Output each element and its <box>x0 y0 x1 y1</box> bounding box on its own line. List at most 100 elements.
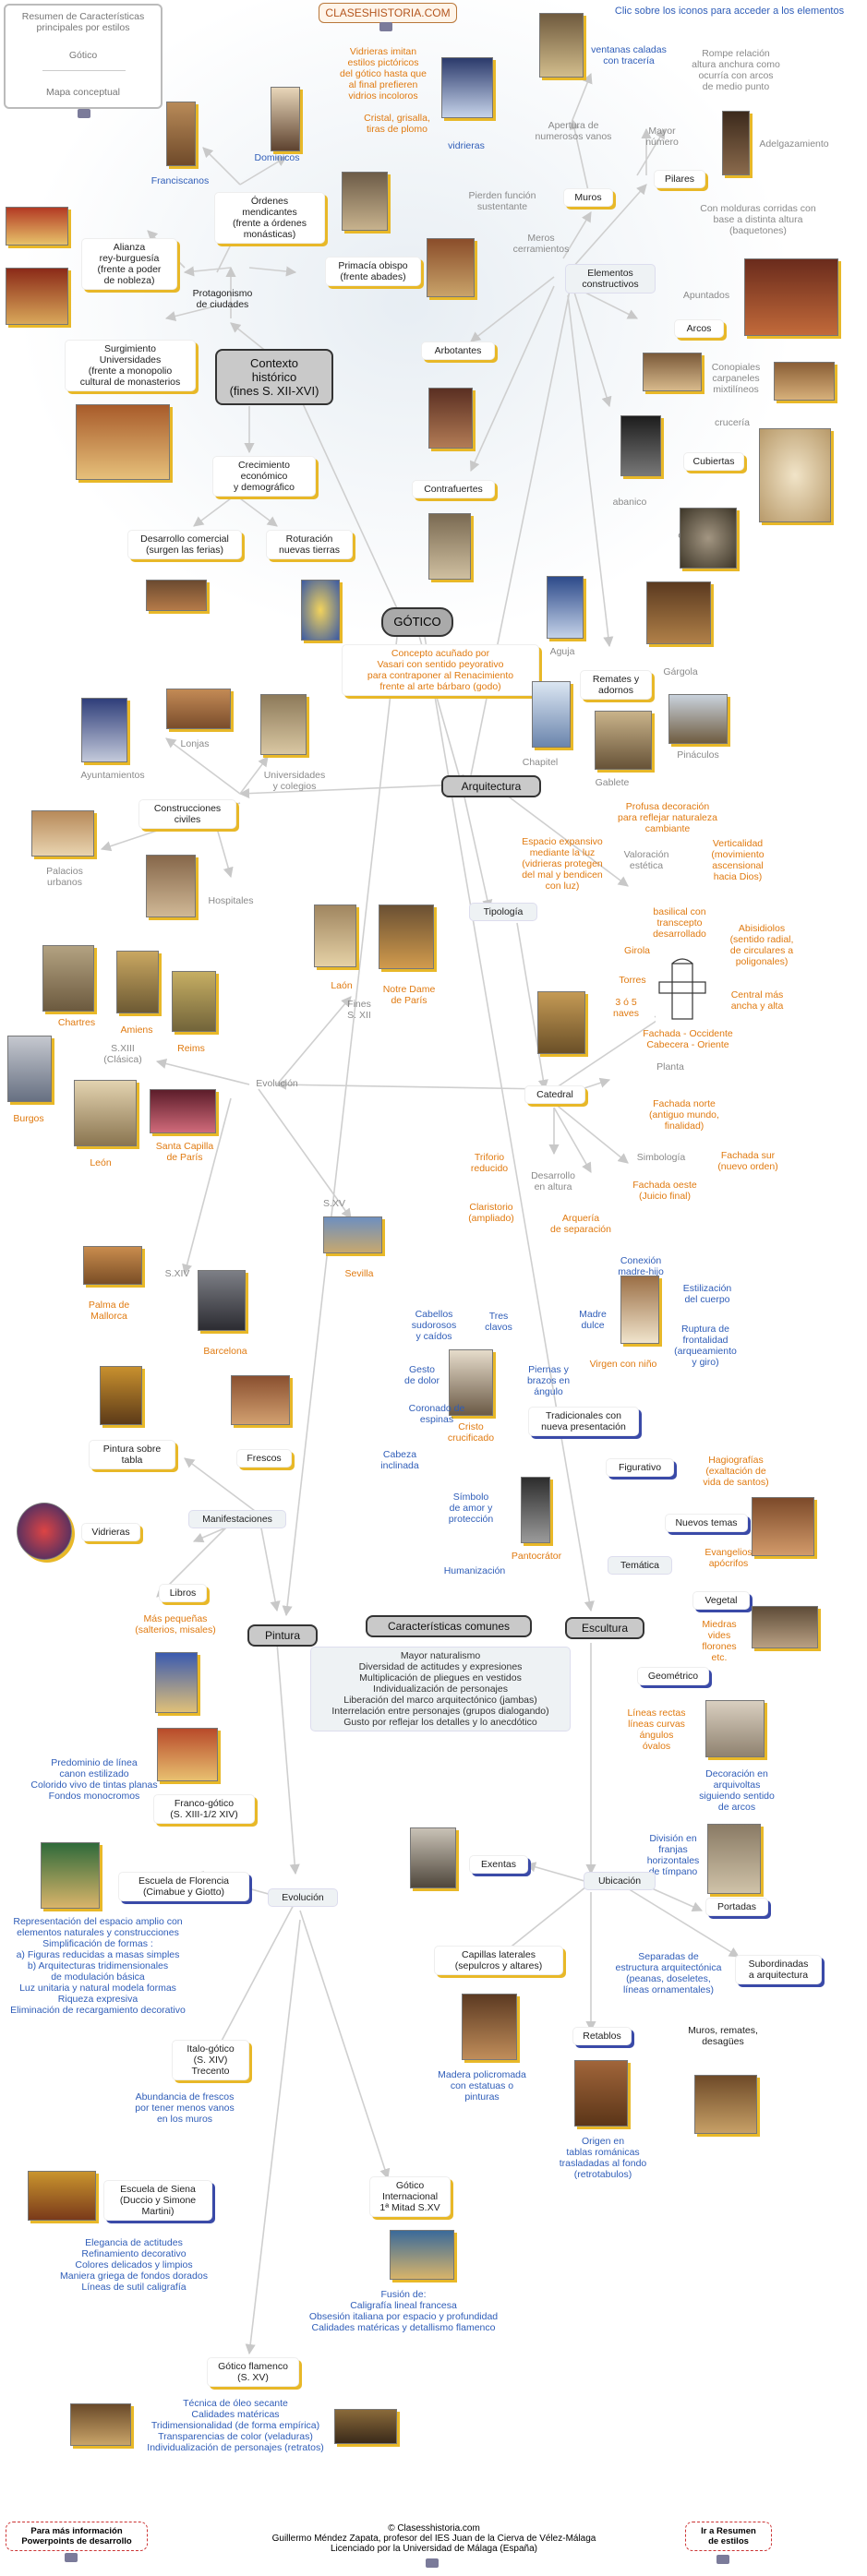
window-thumb[interactable] <box>539 13 584 78</box>
exenta-thumb[interactable] <box>410 1827 456 1888</box>
arquitectura-node[interactable]: Arquitectura <box>441 775 541 797</box>
pantocrator-thumb[interactable] <box>521 1477 550 1543</box>
vidriera-thumb[interactable] <box>441 57 493 118</box>
alianza-node: Alianza rey-burguesía (frente a poder de… <box>81 238 177 290</box>
summary-map: Mapa conceptual <box>46 87 120 98</box>
contrafuerte-thumb[interactable] <box>428 513 471 580</box>
amiens-thumb[interactable] <box>116 951 159 1013</box>
cristo-text: Cristo crucificado <box>447 1421 495 1444</box>
siena-thumb[interactable] <box>28 2171 96 2221</box>
contexto-node[interactable]: Contexto histórico (fines S. XII-XVI) <box>215 349 333 405</box>
site-logo[interactable]: CLASESHISTORIA.COM <box>319 3 457 23</box>
flamenco2-thumb[interactable] <box>334 2409 397 2444</box>
fines-label: Fines S. XII <box>347 999 371 1021</box>
virgen-text: Virgen con niño <box>589 1359 657 1370</box>
floorplan-thumb[interactable] <box>656 954 709 1026</box>
more-info-button[interactable]: Para más información Powerpoints de desa… <box>6 2522 148 2551</box>
pintura-node[interactable]: Pintura <box>247 1624 318 1647</box>
harvest-thumb[interactable] <box>301 580 340 641</box>
florencia-node: Escuela de Florencia (Cimabue y Giotto) <box>118 1872 249 1901</box>
franco-thumb[interactable] <box>157 1728 218 1781</box>
evolucion-arq-label: Evolución <box>256 1078 298 1089</box>
pinnacle-thumb[interactable] <box>668 694 728 744</box>
painting-thumb[interactable] <box>6 207 68 246</box>
star-vault-thumb[interactable] <box>680 508 737 569</box>
sainte-chapelle-thumb[interactable] <box>150 1089 216 1133</box>
presentation-icon[interactable] <box>426 2558 439 2568</box>
palace-thumb[interactable] <box>31 810 94 857</box>
notre-dame-thumb[interactable] <box>379 905 434 969</box>
bishop-thumb[interactable] <box>342 172 388 231</box>
giotto-thumb[interactable] <box>41 1842 100 1909</box>
chapitel-thumb[interactable] <box>532 681 571 748</box>
sevilla-thumb[interactable] <box>323 1216 382 1253</box>
laon-thumb[interactable] <box>314 905 356 967</box>
primacia-node: Primacía obispo (frente abades) <box>325 257 421 286</box>
tematica-node: Temática <box>608 1556 672 1575</box>
vegetal-thumb[interactable] <box>752 1606 818 1648</box>
relief-thumb[interactable] <box>752 1497 814 1556</box>
escultura-node[interactable]: Escultura <box>565 1617 644 1639</box>
barcelona-thumb[interactable] <box>198 1270 246 1331</box>
presentation-icon <box>78 109 90 118</box>
chartres-thumb[interactable] <box>42 945 94 1012</box>
geometric-thumb[interactable] <box>705 1700 765 1757</box>
burgos-thumb[interactable] <box>7 1036 52 1102</box>
market-thumb[interactable] <box>146 580 207 611</box>
gotico-node[interactable]: GÓTICO <box>381 607 453 637</box>
king-thumb[interactable] <box>6 268 68 325</box>
buttress-thumb[interactable] <box>428 388 473 449</box>
presentation-icon[interactable] <box>379 22 392 31</box>
palma-thumb[interactable] <box>83 1246 142 1285</box>
division-text: División en franjas horizontales de tímp… <box>646 1833 700 1877</box>
arch-thumb[interactable] <box>744 258 838 336</box>
town-hall-thumb[interactable] <box>81 698 127 762</box>
meros-label: Meros cerramientos <box>512 233 570 255</box>
spire-thumb[interactable] <box>547 576 584 639</box>
tabla-thumb[interactable] <box>100 1366 142 1425</box>
leon-thumb[interactable] <box>74 1080 137 1146</box>
protagonismo-label: Protagonismo de ciudades <box>192 288 253 310</box>
pillar-thumb[interactable] <box>722 111 750 175</box>
catedral-thumb[interactable] <box>537 991 585 1054</box>
dominican-thumb[interactable] <box>271 87 300 151</box>
retablo-thumb[interactable] <box>574 2060 628 2127</box>
goto-summary-button[interactable]: Ir a Resumen de estilos <box>685 2522 772 2551</box>
simbolo-text: Símbolo de amor y protección <box>448 1492 494 1525</box>
university-thumb[interactable] <box>76 404 170 480</box>
internacional-thumb[interactable] <box>390 2230 454 2280</box>
estilizacion-text: Estilización del cuerpo <box>682 1283 732 1305</box>
reims-thumb[interactable] <box>172 971 216 1032</box>
summary-box[interactable]: Resumen de Características principales p… <box>4 4 163 118</box>
ogee-thumb[interactable] <box>643 353 702 391</box>
central-text: Central más ancha y alta <box>730 989 784 1012</box>
caracteristicas-list: Mayor naturalismo Diversidad de actitude… <box>310 1647 571 1731</box>
retablos-node: Retablos <box>572 2027 632 2045</box>
rose-window-thumb[interactable] <box>17 1503 72 1560</box>
vault-thumb[interactable] <box>759 428 831 522</box>
presentation-icon[interactable] <box>716 2555 729 2564</box>
crucifix-thumb[interactable] <box>449 1349 493 1416</box>
hospital-thumb[interactable] <box>146 855 196 917</box>
gargoyle-thumb[interactable] <box>646 581 711 644</box>
franciscan-thumb[interactable] <box>166 102 196 166</box>
conopial-thumb[interactable] <box>774 362 835 401</box>
virgin-thumb[interactable] <box>620 1276 659 1344</box>
portal-thumb[interactable] <box>707 1824 761 1894</box>
triforio-text: Triforio reducido <box>470 1152 509 1174</box>
gablete-thumb[interactable] <box>595 711 652 770</box>
lonja-thumb[interactable] <box>166 689 231 729</box>
book-thumb[interactable] <box>155 1652 198 1713</box>
cathedral-thumb[interactable] <box>427 238 475 297</box>
college-thumb[interactable] <box>260 694 307 755</box>
presentation-icon[interactable] <box>65 2553 78 2562</box>
fresco-thumb[interactable] <box>231 1375 290 1425</box>
chapel-thumb[interactable] <box>462 1994 517 2060</box>
flamenco-thumb[interactable] <box>70 2403 131 2446</box>
desarrollo-altura-label: Desarrollo en altura <box>531 1170 575 1192</box>
fan-vault-thumb[interactable] <box>620 415 661 476</box>
hint-text: Clic sobre los iconos para acceder a los… <box>614 6 845 17</box>
gargoyle2-thumb[interactable] <box>694 2075 757 2134</box>
siena-node: Escuela de Siena (Duccio y Simone Martin… <box>103 2180 212 2221</box>
torres-text: Torres <box>619 975 646 986</box>
